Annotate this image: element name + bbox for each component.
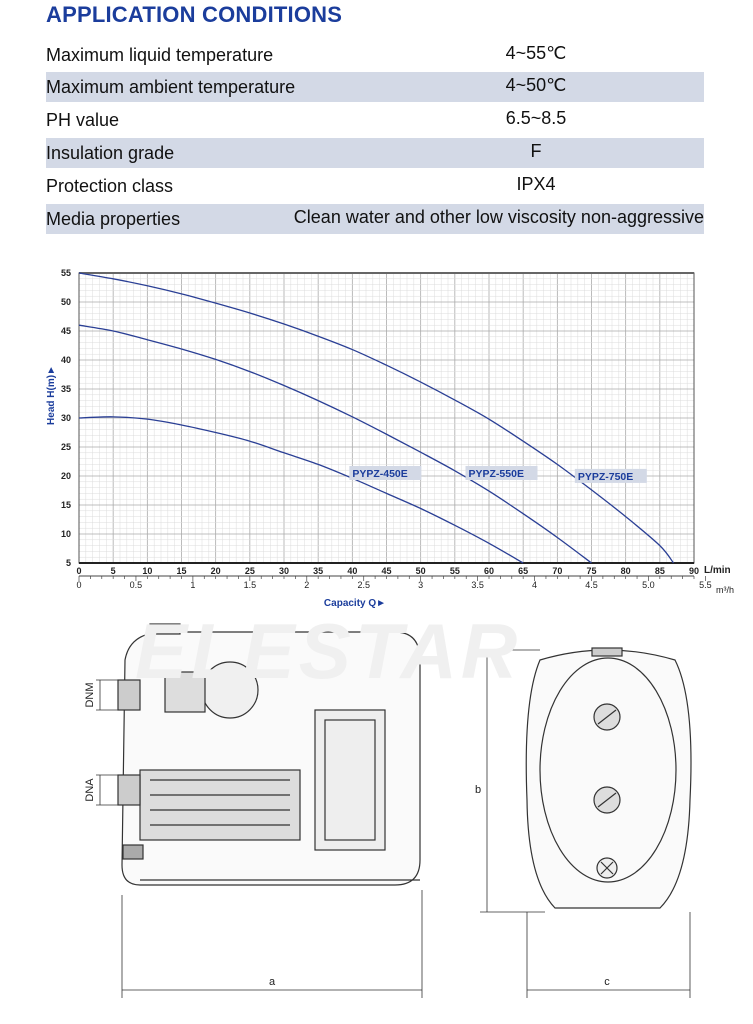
y-tick-label: 55: [61, 268, 71, 278]
x-tick-label: 5: [111, 566, 116, 576]
chart-curves: PYPZ-450E PYPZ-550E PYPZ-750E: [78, 272, 675, 564]
page-title: APPLICATION CONDITIONS: [46, 2, 343, 27]
y-tick-label: 20: [61, 471, 71, 481]
condition-label: Maximum liquid temperature: [46, 45, 274, 65]
x-tick-label: 10: [142, 566, 152, 576]
x2-tick-label: 3: [418, 580, 423, 590]
x2-tick-label: 5.0: [642, 580, 655, 590]
series-label-background: [465, 466, 538, 480]
curve-pypz-450e: [78, 416, 524, 564]
x2-tick-label: 4: [532, 580, 537, 590]
x-tick-label: 15: [176, 566, 186, 576]
condition-row: Maximum liquid temperature 4~55℃: [46, 40, 704, 70]
series-label: PYPZ-450E: [352, 468, 407, 480]
x-tick-label: 60: [484, 566, 494, 576]
condition-row: Insulation grade F: [46, 138, 704, 168]
dimension-a-label: a: [269, 976, 276, 988]
y-tick-label: 15: [61, 500, 71, 510]
dnm-label: DNM: [84, 682, 96, 707]
condition-value: 6.5~8.5: [505, 108, 567, 128]
x-tick-label: 20: [211, 566, 221, 576]
x-tick-label: 50: [416, 566, 426, 576]
condition-row: PH value 6.5~8.5: [46, 105, 704, 135]
curve-pypz-750e: [78, 272, 675, 564]
x2-tick-label: 3.5: [471, 580, 484, 590]
x2-tick-label: 4.5: [585, 580, 598, 590]
condition-value: 4~50℃: [505, 75, 567, 95]
x-tick-label: 45: [381, 566, 391, 576]
condition-label: Media properties: [46, 209, 181, 229]
condition-label: PH value: [46, 110, 120, 130]
y-tick-label: 10: [61, 529, 71, 539]
condition-value: IPX4: [516, 174, 556, 194]
x-unit-label: L/min: [704, 565, 731, 576]
x2-tick-label: 2.5: [357, 580, 370, 590]
x-tick-label: 40: [347, 566, 357, 576]
y-tick-label: 45: [61, 326, 71, 336]
condition-value: F: [530, 141, 542, 161]
y-tick-label: 35: [61, 384, 71, 394]
x-tick-label: 80: [621, 566, 631, 576]
x-tick-label: 65: [518, 566, 528, 576]
y-axis-label: Head H(m)►: [46, 365, 57, 425]
y-tick-label: 40: [61, 355, 71, 365]
dimension-lines: [96, 649, 691, 998]
dna-label: DNA: [84, 778, 96, 802]
x-tick-label: 0: [76, 566, 81, 576]
x-tick-label: 35: [313, 566, 323, 576]
x-tick-label: 55: [450, 566, 460, 576]
chart-grid: [78, 272, 695, 577]
x2-tick-label: 5.5: [699, 580, 712, 590]
condition-value: 4~55℃: [505, 43, 567, 63]
pump-front-view-drawing: [525, 647, 692, 909]
x2-tick-label: 1.5: [244, 580, 257, 590]
series-label: PYPZ-550E: [469, 468, 524, 480]
series-label-background: [574, 468, 647, 483]
y-tick-label: 50: [61, 297, 71, 307]
x-tick-label: 30: [279, 566, 289, 576]
series-label-background: [349, 466, 422, 480]
y-tick-label: 25: [61, 442, 71, 452]
curve-pypz-550e: [78, 324, 592, 564]
x-tick-label: 90: [689, 566, 699, 576]
x2-tick-label: 0.5: [130, 580, 143, 590]
x-tick-label: 70: [552, 566, 562, 576]
pump-side-view-drawing: [117, 623, 421, 886]
series-label: PYPZ-750E: [578, 471, 633, 483]
dimension-b-label: b: [475, 784, 481, 796]
x2-tick-label: 0: [76, 580, 81, 590]
condition-label: Maximum ambient temperature: [46, 77, 296, 97]
y-tick-label: 30: [61, 413, 71, 423]
y-tick-label: 5: [66, 558, 71, 568]
condition-label: Protection class: [46, 176, 174, 196]
dimension-c-label: c: [604, 976, 610, 988]
x-tick-label: 25: [245, 566, 255, 576]
condition-row: Maximum ambient temperature 4~50℃: [46, 72, 704, 102]
condition-label: Insulation grade: [46, 143, 175, 163]
condition-row: Protection class IPX4: [46, 171, 704, 201]
x-tick-label: 85: [655, 566, 665, 576]
condition-value: Clean water and other low viscosity non-…: [293, 207, 704, 227]
condition-row: Media properties Clean water and other lo…: [46, 204, 704, 234]
x-tick-label: 75: [586, 566, 596, 576]
x2-unit-label: m³/h: [716, 585, 734, 595]
x2-tick-label: 2: [304, 580, 309, 590]
x2-tick-label: 1: [190, 580, 195, 590]
x-axis-label: Capacity Q►: [324, 598, 386, 609]
